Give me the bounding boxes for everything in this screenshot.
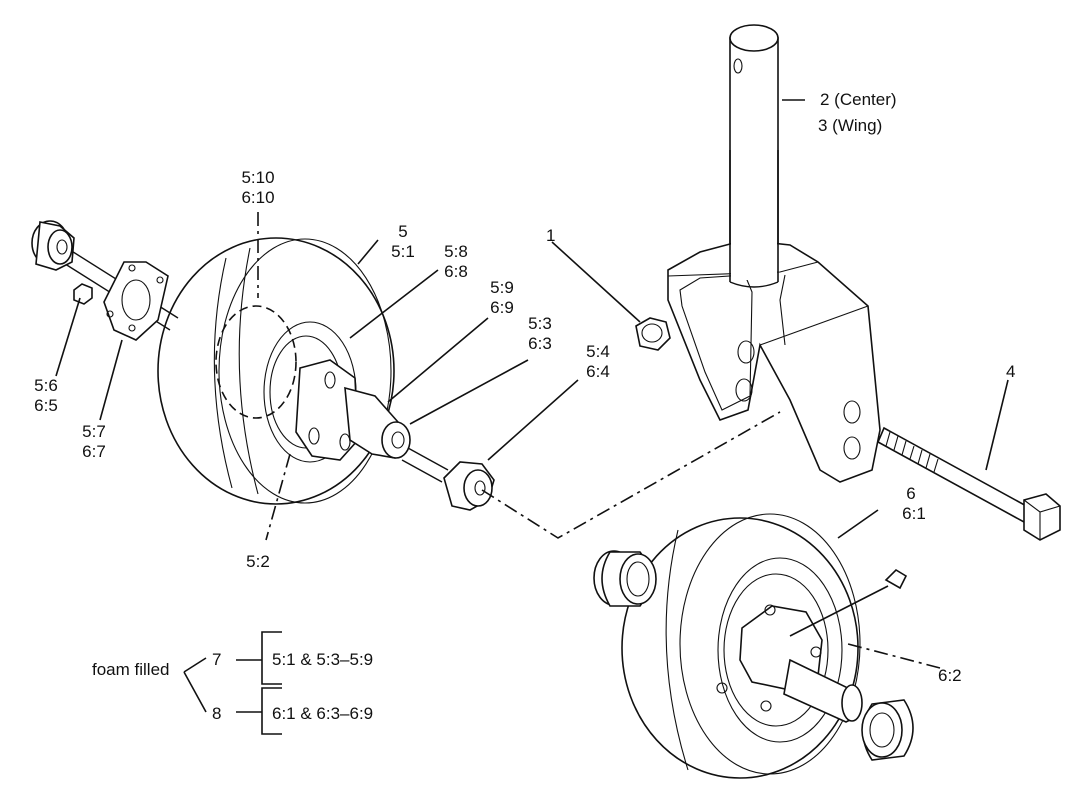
callout-bolt: 4 [1006,362,1016,381]
grease-fitting-icon [884,568,908,590]
callout-part-4a: 5:4 [586,342,610,361]
axle-bolt-icon [876,426,1061,541]
left-caster-wheel-icon [157,237,395,505]
callout-part-7a: 5:7 [82,422,106,441]
bearing-plate-icon [103,261,169,341]
callout-part-3a: 5:3 [528,314,552,333]
legend-item-8-parts: 6:1 & 6:3–6:9 [272,704,374,723]
callout-wheel-top: 5 [398,222,408,241]
bearing-cup-left-icon [593,550,657,607]
callout-wheel-bottom-sub: 6:1 [902,504,926,523]
callout-part-4b: 6:4 [586,362,610,381]
legend-item-7: 7 [212,650,222,669]
centerline [481,411,781,539]
legend-brackets [183,631,282,735]
leader-lines [55,99,1009,669]
callout-part-6a: 5:6 [34,376,58,395]
lock-nut-icon [635,317,671,351]
hub-spacer-icon [344,386,411,459]
legend-foam-filled: foam filled [92,660,170,679]
callout-part-2-right: 6:2 [938,666,962,685]
small-nut-icon [73,283,93,305]
callout-pin-center: 2 (Center) [820,90,897,109]
callout-wheel-bottom: 6 [906,484,916,503]
callout-part-2-left: 5:2 [246,552,270,571]
bearing-cup-right-icon [861,699,914,761]
callout-hub-8a: 5:8 [444,242,468,261]
callout-part-9a: 5:9 [490,278,514,297]
hub-flange-icon [295,359,359,461]
legend-item-8: 8 [212,704,222,723]
callout-pin-wing: 3 (Wing) [818,116,883,135]
wheel-bearing-center-icon [443,461,495,511]
callout-part-6b: 6:5 [34,396,58,415]
callout-part-9b: 6:9 [490,298,514,317]
legend-item-7-parts: 5:1 & 5:3–5:9 [272,650,374,669]
callout-wheel-top-sub: 5:1 [391,242,415,261]
bearing-ring-dashed-icon [215,305,297,419]
callout-part-10a: 5:10 [241,168,275,187]
right-caster-wheel-icon [621,513,863,779]
callout-hub-8b: 6:8 [444,262,468,281]
callout-part-10b: 6:10 [241,188,275,207]
wheel-bearing-left-icon [31,220,75,271]
callout-part-7b: 6:7 [82,442,106,461]
callout-part-3b: 6:3 [528,334,552,353]
callout-nut: 1 [546,226,556,245]
